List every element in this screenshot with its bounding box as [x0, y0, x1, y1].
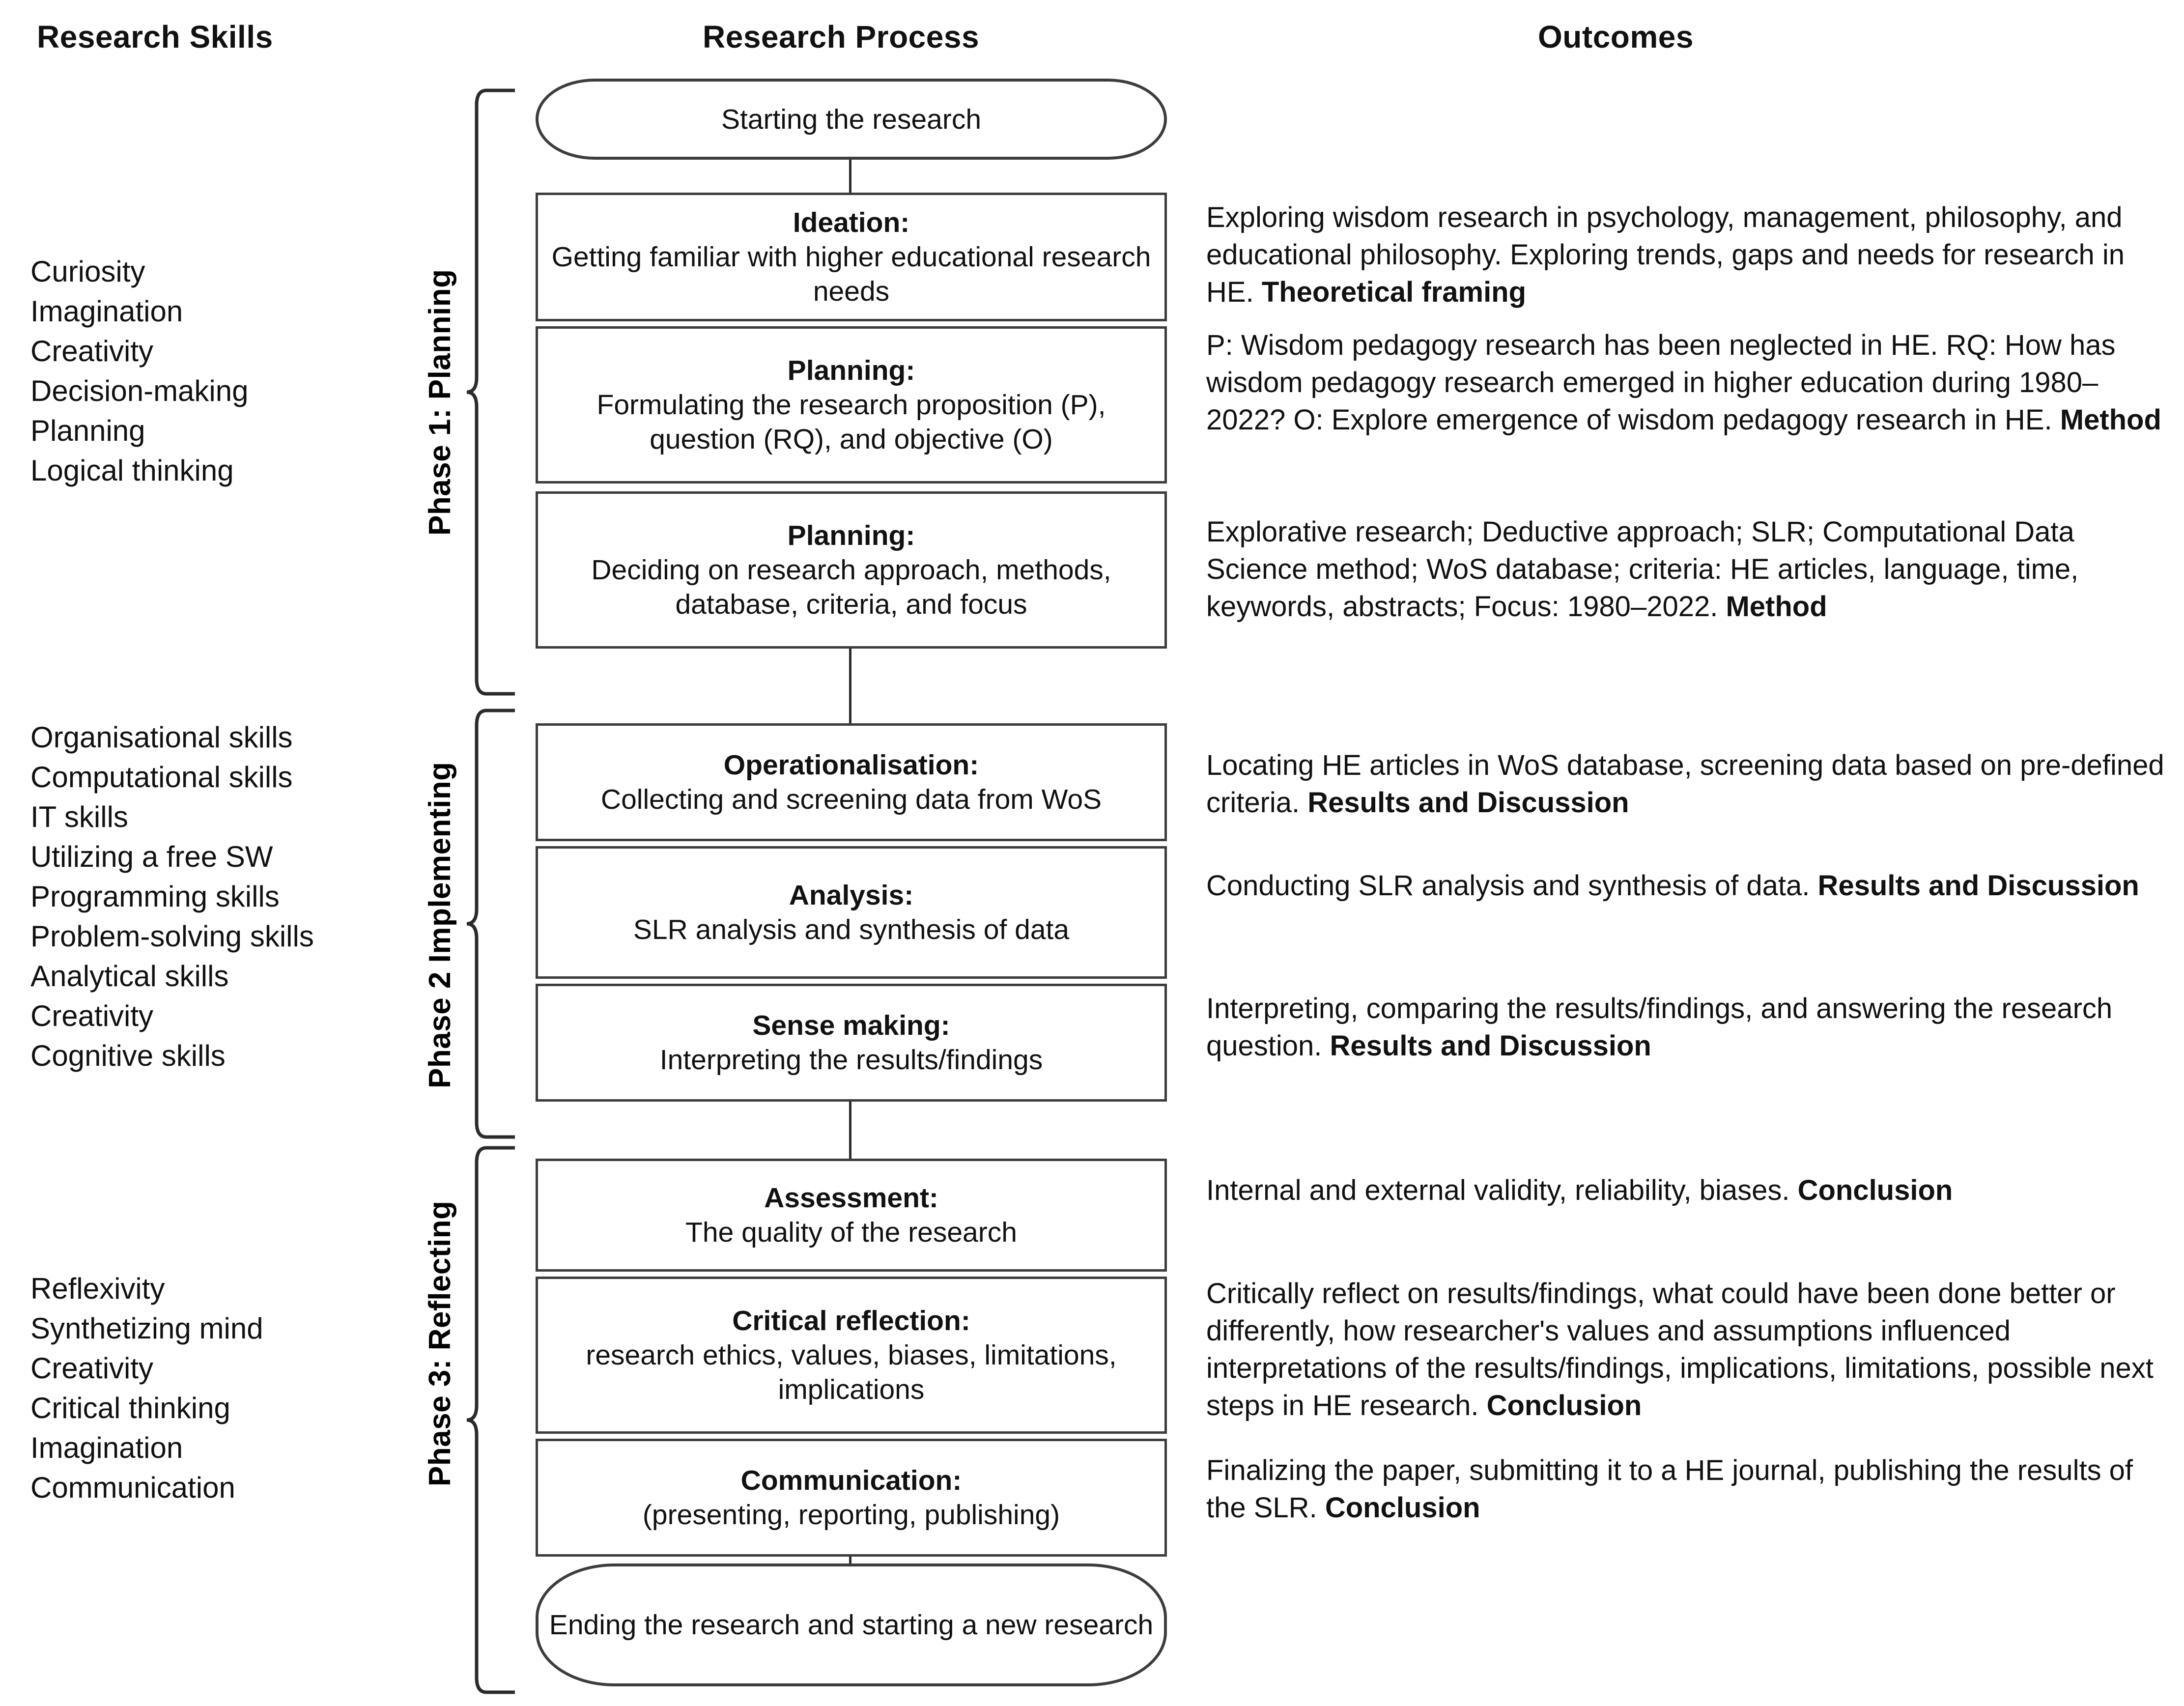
outcome-emphasis: Method — [1726, 591, 1827, 623]
outcome-assessment: Internal and external validity, reliabil… — [1206, 1174, 1953, 1206]
node-title: Analysis: — [789, 880, 914, 911]
skill-item: Programming skills — [30, 880, 280, 913]
process-node-start[interactable]: Starting the research — [536, 79, 1167, 160]
node-subtitle: Collecting and screening data from WoS — [600, 784, 1102, 815]
skill-item: Utilizing a free SW — [30, 840, 273, 873]
node-title: Communication: — [740, 1465, 962, 1496]
node-subtitle: (presenting, reporting, publishing) — [642, 1499, 1060, 1531]
skill-item: Problem-solving skills — [30, 920, 314, 953]
connector-line — [849, 1102, 851, 1159]
outcome-planning-proposition: P: Wisdom pedagogy research has been neg… — [1206, 329, 2161, 436]
skills-list-phase-1: Curiosity Imagination Creativity Decisio… — [30, 252, 394, 490]
connector-line — [849, 649, 851, 723]
outcome-emphasis: Conclusion — [1486, 1390, 1642, 1422]
column-header-outcomes: Outcomes — [1538, 19, 1694, 55]
skill-item: Logical thinking — [30, 454, 234, 487]
node-subtitle: Deciding on research approach, methods, … — [591, 554, 1111, 620]
node-subtitle: research ethics, values, biases, limitat… — [586, 1339, 1117, 1405]
outcome-emphasis: Theoretical framing — [1261, 276, 1527, 308]
skill-item: Creativity — [30, 999, 154, 1032]
node-title: Sense making: — [752, 1010, 950, 1041]
outcome-ideation: Exploring wisdom research in psychology,… — [1206, 201, 2125, 308]
skill-item: IT skills — [30, 800, 128, 833]
outcome-emphasis: Conclusion — [1325, 1492, 1480, 1524]
node-subtitle: Interpreting the results/findings — [659, 1044, 1043, 1076]
outcome-communication: Finalizing the paper, submitting it to a… — [1206, 1454, 2133, 1524]
node-subtitle: Getting familiar with higher educational… — [551, 241, 1151, 307]
process-node-analysis[interactable]: Analysis: SLR analysis and synthesis of … — [536, 846, 1167, 979]
skill-item: Communication — [30, 1471, 235, 1504]
node-subtitle: SLR analysis and synthesis of data — [633, 914, 1070, 945]
node-subtitle: The quality of the research — [685, 1217, 1017, 1248]
phase-label-1: Phase 1: Planning — [423, 269, 457, 536]
process-column: Starting the research Ideation: Getting … — [536, 0, 1167, 1706]
skill-item: Imagination — [30, 1431, 183, 1464]
process-node-end[interactable]: Ending the research and starting a new r… — [536, 1564, 1167, 1686]
phase-label-3: Phase 3: Reflecting — [423, 1200, 457, 1486]
node-title: Ideation: — [793, 207, 910, 238]
node-text: Starting the research — [721, 103, 982, 135]
skill-item: Synthetizing mind — [30, 1312, 263, 1345]
process-node-communication[interactable]: Communication: (presenting, reporting, p… — [536, 1439, 1167, 1557]
process-node-planning-approach[interactable]: Planning: Deciding on research approach,… — [536, 491, 1167, 649]
outcome-emphasis: Results and Discussion — [1817, 870, 2139, 902]
connector-line — [849, 1557, 851, 1564]
node-title: Planning: — [787, 520, 915, 551]
outcome-planning-approach: Explorative research; Deductive approach… — [1206, 516, 2079, 623]
phase-3-brace-icon — [457, 1145, 516, 1695]
skill-item: Creativity — [30, 1352, 154, 1385]
phase-1-brace-icon — [457, 87, 516, 697]
process-node-ideation[interactable]: Ideation: Getting familiar with higher e… — [536, 193, 1167, 321]
process-node-assessment[interactable]: Assessment: The quality of the research — [536, 1159, 1167, 1272]
skill-item: Cognitive skills — [30, 1039, 226, 1072]
process-node-critical-reflection[interactable]: Critical reflection: research ethics, va… — [536, 1277, 1167, 1434]
skill-item: Imagination — [30, 295, 183, 328]
outcome-emphasis: Conclusion — [1797, 1174, 1953, 1206]
node-title: Assessment: — [764, 1182, 938, 1214]
skill-item: Analytical skills — [30, 960, 229, 993]
outcome-operationalisation: Locating HE articles in WoS database, sc… — [1206, 749, 2164, 819]
node-subtitle: Formulating the research proposition (P)… — [596, 389, 1106, 455]
node-text: Ending the research and starting a new r… — [549, 1609, 1154, 1641]
skill-item: Curiosity — [30, 255, 145, 288]
column-header-research-skills: Research Skills — [37, 19, 273, 55]
process-node-sense-making[interactable]: Sense making: Interpreting the results/f… — [536, 984, 1167, 1102]
outcome-sense-making: Interpreting, comparing the results/find… — [1206, 993, 2113, 1062]
outcome-analysis: Conducting SLR analysis and synthesis of… — [1206, 870, 2139, 902]
skill-item: Planning — [30, 414, 145, 447]
skill-item: Computational skills — [30, 761, 293, 794]
skills-list-phase-3: Reflexivity Synthetizing mind Creativity… — [30, 1269, 394, 1507]
column-header-research-process: Research Process — [703, 19, 980, 55]
outcome-emphasis: Method — [2060, 404, 2161, 436]
skill-item: Decision-making — [30, 374, 249, 407]
phase-2-brace-icon — [457, 708, 516, 1140]
node-title: Planning: — [787, 355, 915, 386]
outcome-critical-reflection: Critically reflect on results/findings, … — [1206, 1278, 2154, 1422]
skill-item: Creativity — [30, 335, 154, 368]
skill-item: Reflexivity — [30, 1272, 165, 1305]
connector-line — [849, 160, 851, 193]
process-node-operationalisation[interactable]: Operationalisation: Collecting and scree… — [536, 723, 1167, 841]
skill-item: Critical thinking — [30, 1392, 230, 1424]
skills-list-phase-2: Organisational skills Computational skil… — [30, 717, 394, 1076]
outcome-emphasis: Results and Discussion — [1307, 787, 1629, 819]
phase-label-2: Phase 2 Implementing — [423, 762, 457, 1088]
skill-item: Organisational skills — [30, 721, 293, 754]
node-title: Operationalisation: — [723, 749, 979, 781]
outcome-emphasis: Results and Discussion — [1330, 1030, 1651, 1062]
process-node-planning-proposition[interactable]: Planning: Formulating the research propo… — [536, 326, 1167, 483]
node-title: Critical reflection: — [732, 1305, 970, 1336]
